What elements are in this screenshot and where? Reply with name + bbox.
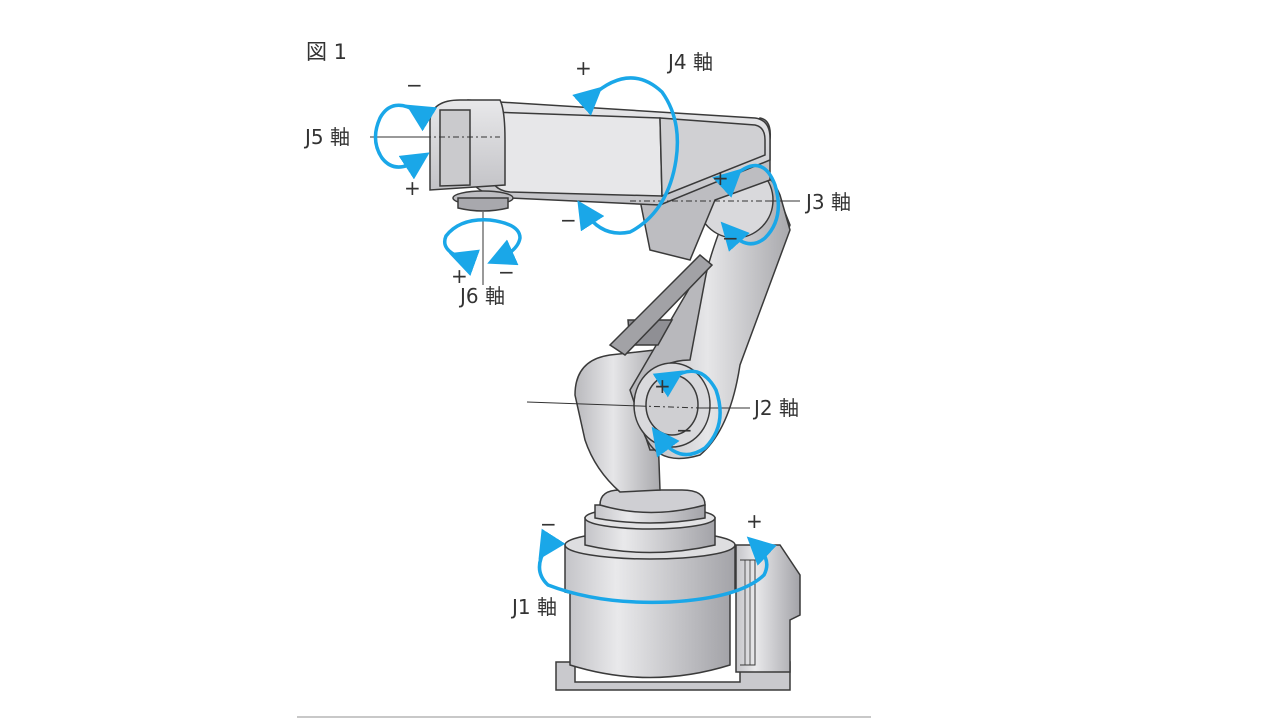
j5-rotation-arrow: [373, 103, 438, 180]
upper-arm: [429, 99, 772, 261]
j2-minus-sign: −: [676, 418, 693, 442]
j3-plus-sign: +: [712, 166, 729, 190]
j5-axis-label: J5 軸: [305, 125, 350, 149]
j4-rotation-arrow: [572, 76, 680, 235]
j3-minus-sign: −: [722, 226, 739, 250]
bottom-divider: [297, 716, 871, 718]
j6-plus-sign: +: [451, 264, 468, 288]
j1-axis-label: J1 軸: [512, 595, 557, 619]
j1-minus-sign: −: [540, 512, 557, 536]
j4-plus-sign: +: [575, 56, 592, 80]
j2-plus-sign: +: [654, 374, 671, 398]
j5-minus-sign: −: [406, 73, 423, 97]
j3-axis-label: J3 軸: [806, 190, 851, 214]
j3-rotation-arrow: [712, 163, 781, 252]
j1-plus-sign: +: [746, 509, 763, 533]
j2-axis-label: J2 軸: [754, 396, 799, 420]
j5-plus-sign: +: [404, 176, 421, 200]
j6-minus-sign: −: [498, 260, 515, 284]
robot-base: [555, 489, 801, 691]
j4-minus-sign: −: [560, 208, 577, 232]
j2-rotation-arrow: [651, 369, 722, 458]
j6-axis-label: J6 軸: [460, 284, 505, 308]
rotation-arrows: [373, 76, 781, 605]
j4-axis-label: J4 軸: [668, 50, 713, 74]
j6-rotation-arrow: [443, 218, 522, 276]
j1-rotation-arrow: [537, 528, 777, 605]
j2-leader-line-left: [526, 401, 641, 407]
figure-title: 図 1: [306, 40, 348, 64]
